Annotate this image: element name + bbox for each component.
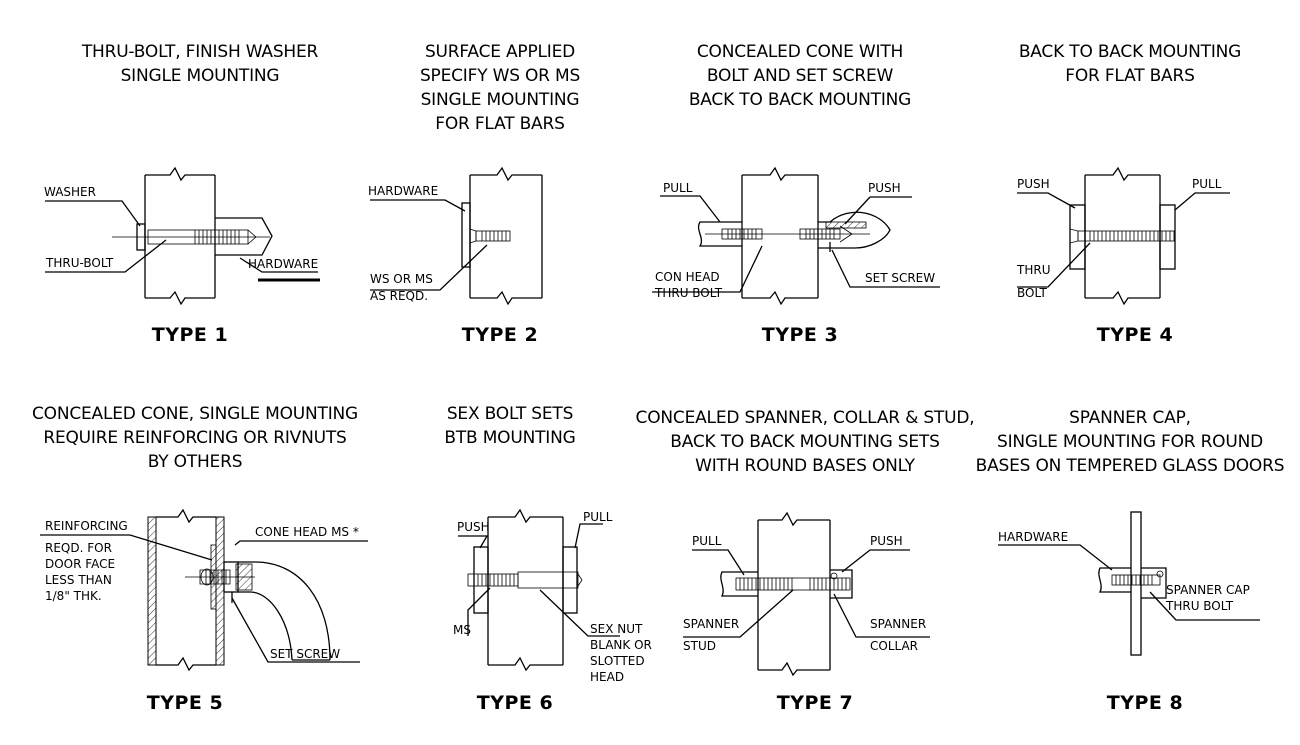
sex-nut-callout: SEX NUT xyxy=(590,622,643,636)
type8-drawing: HARDWARE SPANNER CAP THRU BOLT xyxy=(998,511,1260,656)
heading-line: FOR FLAT BARS xyxy=(435,114,565,134)
set-screw-callout: SET SCREW xyxy=(865,271,935,285)
heading-line: BASES ON TEMPERED GLASS DOORS xyxy=(975,456,1285,476)
thru-bolt-callout: THRU BOLT xyxy=(654,286,723,300)
heading-line: BACK TO BACK MOUNTING xyxy=(688,90,912,110)
type3-label: TYPE 3 xyxy=(761,324,839,346)
type2-drawing: HARDWARE WS OR MS AS REQD. xyxy=(368,166,543,306)
heading-line: SINGLE MOUNTING FOR ROUND xyxy=(996,432,1264,452)
type4-heading: BACK TO BACK MOUNTING FOR FLAT BARS xyxy=(1010,40,1250,88)
thickness-callout: 1/8" THK. xyxy=(45,589,102,603)
cone-head-callout: CONE HEAD MS * xyxy=(255,525,359,539)
type3-heading: CONCEALED CONE WITH BOLT AND SET SCREW B… xyxy=(670,40,930,112)
thru-callout: THRU xyxy=(1016,263,1050,277)
heading-line: CONCEALED CONE WITH xyxy=(696,42,904,62)
type5-label: TYPE 5 xyxy=(146,692,224,714)
pull-callout: PULL xyxy=(583,510,613,524)
heading-line: SPECIFY WS OR MS xyxy=(419,66,581,86)
hardware-callout: HARDWARE xyxy=(248,257,318,271)
heading-line: SEX BOLT SETS xyxy=(446,404,574,424)
type6-label: TYPE 6 xyxy=(476,692,554,714)
hardware-callout: HARDWARE xyxy=(368,184,438,198)
type5-heading: CONCEALED CONE, SINGLE MOUNTING REQUIRE … xyxy=(10,402,380,474)
type4-label: TYPE 4 xyxy=(1096,324,1174,346)
type6-drawing: PUSH PULL MS SEX NUT BLANK OR SLOTTED HE… xyxy=(453,508,652,684)
door-face-callout: DOOR FACE xyxy=(45,557,115,571)
type8-heading: SPANNER CAP, SINGLE MOUNTING FOR ROUND B… xyxy=(965,406,1295,478)
blank-or-callout: BLANK OR xyxy=(590,638,652,652)
heading-line: BACK TO BACK MOUNTING xyxy=(1018,42,1242,62)
heading-line: SPANNER CAP, xyxy=(1069,408,1191,428)
washer-callout: WASHER xyxy=(44,185,96,199)
push-callout: PUSH xyxy=(457,520,490,534)
type7-heading: CONCEALED SPANNER, COLLAR & STUD, BACK T… xyxy=(625,406,985,478)
type7-drawing: PULL PUSH SPANNER STUD SPANNER COLLAR xyxy=(683,511,930,677)
collar-callout: COLLAR xyxy=(870,639,918,653)
heading-line: SINGLE MOUNTING xyxy=(120,66,280,86)
heading-line: SINGLE MOUNTING xyxy=(420,90,580,110)
type2-label: TYPE 2 xyxy=(461,324,539,346)
push-callout: PUSH xyxy=(870,534,903,548)
type1-drawing: WASHER THRU-BOLT HARDWARE xyxy=(44,166,320,306)
less-than-callout: LESS THAN xyxy=(45,573,112,587)
type2-heading: SURFACE APPLIED SPECIFY WS OR MS SINGLE … xyxy=(385,40,615,136)
heading-line: CONCEALED CONE, SINGLE MOUNTING xyxy=(31,404,359,424)
heading-line: BACK TO BACK MOUNTING SETS xyxy=(670,432,940,452)
type1-heading: THRU-BOLT, FINISH WASHER SINGLE MOUNTING xyxy=(55,40,345,88)
type5-drawing: REINFORCING REQD. FOR DOOR FACE LESS THA… xyxy=(40,508,368,672)
spanner-cap-callout: SPANNER CAP xyxy=(1166,583,1250,597)
type1-label: TYPE 1 xyxy=(151,324,229,346)
type8-label: TYPE 8 xyxy=(1106,692,1184,714)
ms-callout: MS xyxy=(453,623,471,637)
pull-callout: PULL xyxy=(1192,177,1222,191)
type4-drawing: PUSH PULL THRU BOLT xyxy=(1016,166,1230,306)
spanner-collar-callout: SPANNER xyxy=(870,617,926,631)
head-callout: HEAD xyxy=(590,670,624,684)
bolt-callout: BOLT xyxy=(1017,286,1048,300)
spanner-stud-callout: SPANNER xyxy=(683,617,739,631)
con-head-callout: CON HEAD xyxy=(655,270,720,284)
type6-heading: SEX BOLT SETS BTB MOUNTING xyxy=(435,402,585,450)
set-screw-callout: SET SCREW xyxy=(270,647,340,661)
hardware-callout: HARDWARE xyxy=(998,530,1068,544)
heading-line: SURFACE APPLIED xyxy=(424,42,576,62)
heading-line: REQUIRE REINFORCING OR RIVNUTS xyxy=(43,428,347,448)
type3-drawing: PULL PUSH CON HEAD THRU BOLT SET SCREW xyxy=(652,166,940,306)
thru-bolt-callout: THRU-BOLT xyxy=(45,256,114,270)
push-callout: PUSH xyxy=(868,181,901,195)
reinforcing-callout: REINFORCING xyxy=(45,519,128,533)
pull-callout: PULL xyxy=(692,534,722,548)
heading-line: FOR FLAT BARS xyxy=(1065,66,1195,86)
stud-callout: STUD xyxy=(683,639,716,653)
as-reqd-callout: AS REQD. xyxy=(370,289,428,303)
slotted-callout: SLOTTED xyxy=(590,654,645,668)
type7-label: TYPE 7 xyxy=(776,692,854,714)
heading-line: CONCEALED SPANNER, COLLAR & STUD, xyxy=(635,408,975,428)
heading-line: BY OTHERS xyxy=(147,452,243,472)
reqd-for-callout: REQD. FOR xyxy=(45,541,112,555)
thru-bolt-callout: THRU BOLT xyxy=(1165,599,1234,613)
push-callout: PUSH xyxy=(1017,177,1050,191)
heading-line: BTB MOUNTING xyxy=(444,428,576,448)
heading-line: WITH ROUND BASES ONLY xyxy=(695,456,915,476)
heading-line: THRU-BOLT, FINISH WASHER xyxy=(81,42,319,62)
pull-callout: PULL xyxy=(663,181,693,195)
heading-line: BOLT AND SET SCREW xyxy=(706,66,894,86)
ws-ms-callout: WS OR MS xyxy=(370,272,433,286)
